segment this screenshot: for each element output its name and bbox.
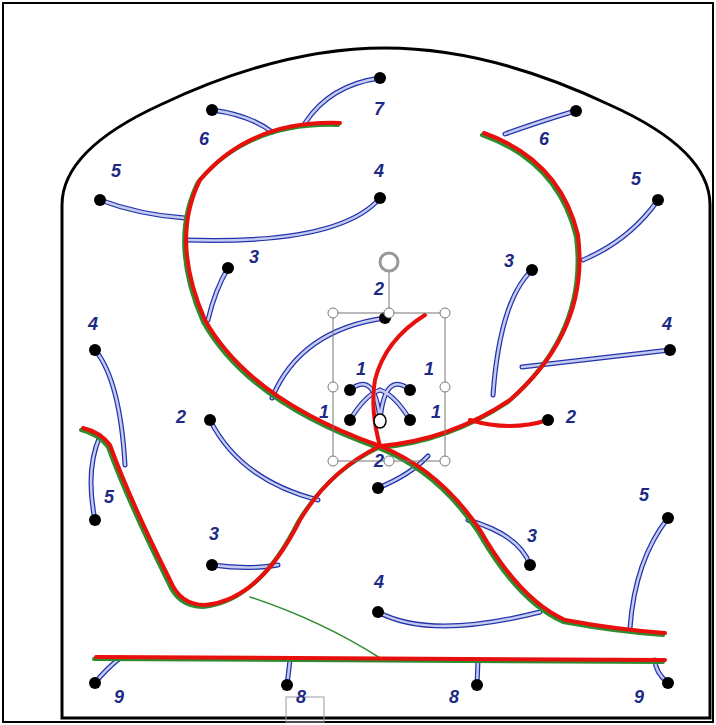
callout-number: 8 <box>449 688 459 706</box>
callout-number: 3 <box>504 252 514 270</box>
callout-number: 7 <box>374 100 384 118</box>
open-terminal <box>374 414 386 428</box>
callout-number: 4 <box>374 573 384 591</box>
callout-number: 8 <box>296 688 306 706</box>
callout-number: 3 <box>249 248 259 266</box>
callout-number: 6 <box>199 130 209 148</box>
callout-number: 2 <box>566 408 576 426</box>
callout-number: 5 <box>639 486 649 504</box>
callout-number: 9 <box>114 688 124 706</box>
selection-frame <box>286 253 450 722</box>
terminal-dots <box>89 72 676 691</box>
callout-number: 2 <box>374 452 384 470</box>
callout-number: 4 <box>88 315 98 333</box>
callout-number: 3 <box>527 527 537 545</box>
housing-outline <box>62 48 710 718</box>
callout-number: 1 <box>319 403 329 421</box>
callout-number: 5 <box>631 170 641 188</box>
callout-number: 2 <box>176 408 186 426</box>
harness <box>81 123 665 662</box>
callout-number: 3 <box>209 525 219 543</box>
callout-number: 4 <box>662 315 672 333</box>
callout-number: 2 <box>374 280 384 298</box>
callout-number: 5 <box>104 488 114 506</box>
callout-number: 5 <box>111 162 121 180</box>
callout-number: 1 <box>424 360 434 378</box>
callout-number: 1 <box>356 360 366 378</box>
callout-number: 4 <box>374 162 384 180</box>
callout-number: 6 <box>539 130 549 148</box>
callout-number: 1 <box>431 403 441 421</box>
frame <box>3 3 713 722</box>
callout-number: 9 <box>634 688 644 706</box>
